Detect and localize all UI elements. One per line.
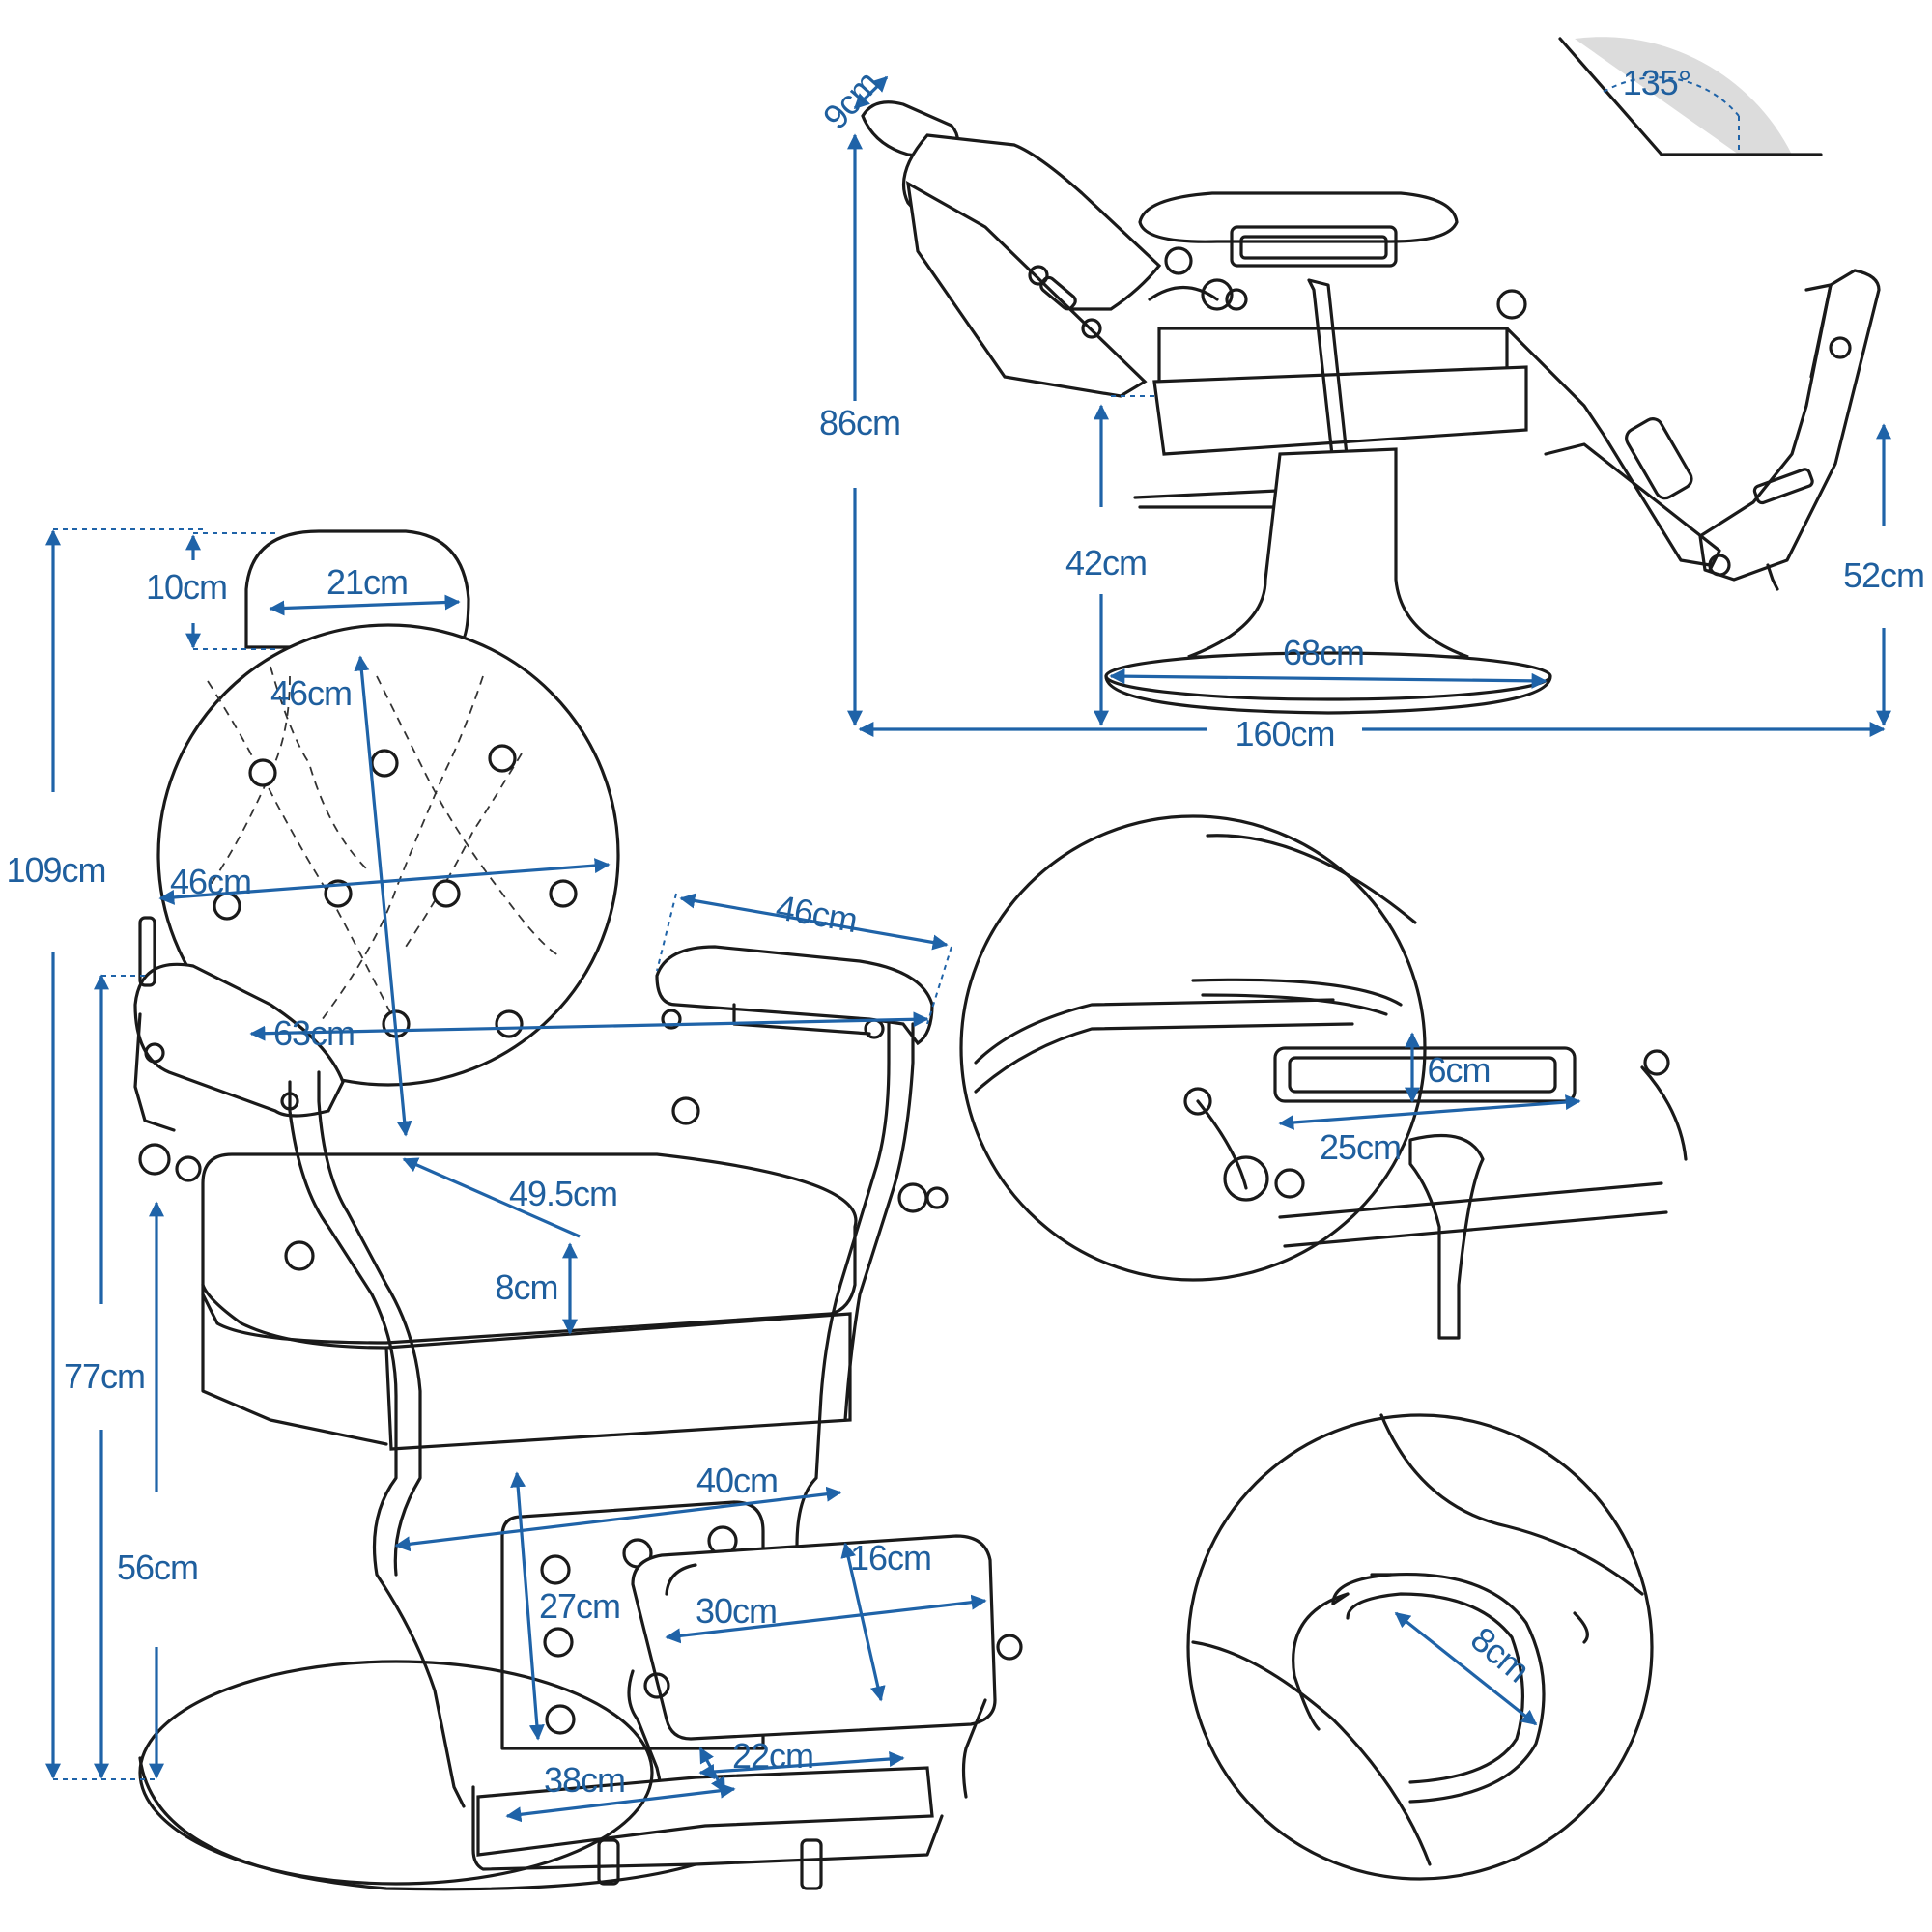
outer-width-label: 63cm: [273, 1013, 355, 1053]
reclined-seat-height-label: 42cm: [1065, 543, 1147, 582]
foot-plate-width-label: 38cm: [544, 1760, 625, 1800]
reclined-seat: [1138, 191, 1528, 456]
handle-height-label: 6cm: [1427, 1050, 1490, 1090]
headrest-width-label: 21cm: [327, 562, 408, 602]
reclined-pedestal: [1187, 447, 1469, 659]
seat-depth-label: 49.5cm: [509, 1174, 617, 1213]
reclined-length-label: 160cm: [1235, 714, 1334, 753]
reclined-footrest: [1505, 269, 1881, 591]
angle-label: 135°: [1623, 63, 1690, 102]
seat-height-label: 56cm: [117, 1548, 198, 1587]
headrest: [244, 529, 470, 649]
ring-diameter-label: 8cm: [1463, 1619, 1537, 1690]
seat-cushion: [201, 1152, 858, 1345]
back-width-label: 46cm: [170, 862, 251, 901]
detail-handle: 6cm 25cm: [959, 814, 1688, 1340]
back-height-label: 46cm: [270, 673, 352, 713]
reclined-side-view: 135°: [815, 37, 1925, 753]
footrest-width-label: 30cm: [696, 1591, 777, 1631]
base-diameter-label: 68cm: [1283, 633, 1364, 672]
footrest-height-label: 52cm: [1843, 555, 1924, 595]
detail-ring: 8cm: [1186, 1413, 1654, 1881]
headrest-height-label: 10cm: [146, 567, 227, 607]
arm-height-label: 77cm: [64, 1356, 145, 1396]
angle-wedge: [1575, 37, 1792, 156]
reclined-backrest: [861, 100, 1162, 398]
leg-width-label: 40cm: [696, 1461, 778, 1500]
footrest-depth-label: 16cm: [850, 1538, 931, 1577]
front-view: 10cm 21cm 46cm 46cm 46cm 63cm 49.5cm 8cm…: [6, 528, 1023, 1891]
total-height-label: 109cm: [6, 850, 105, 890]
cushion-thickness-label: 8cm: [495, 1267, 557, 1307]
handle-width-label: 25cm: [1320, 1127, 1401, 1167]
arm-length-label: 46cm: [773, 887, 860, 940]
leg-height-label: 27cm: [539, 1586, 620, 1626]
reclined-height-label: 86cm: [819, 403, 900, 442]
foot-plate-depth-label: 22cm: [732, 1736, 813, 1776]
